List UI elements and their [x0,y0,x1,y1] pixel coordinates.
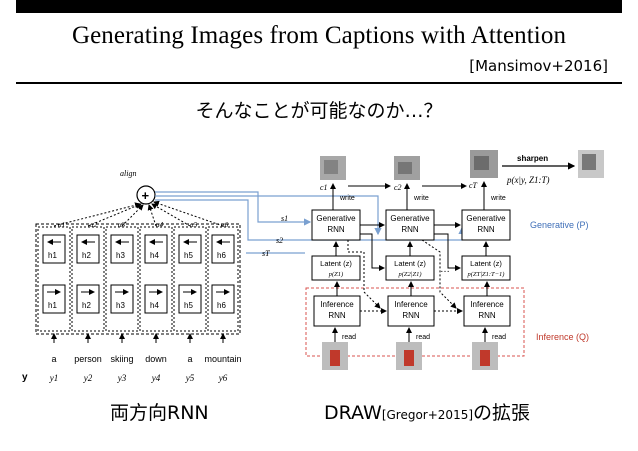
generative-rnn-label-1: RNN [327,225,345,234]
inference-rnn-label-2: RNN [402,311,420,320]
ellipsis: … [440,264,450,275]
generative-rnn-2 [385,209,435,241]
y-sub-5: y5 [185,373,195,383]
read-label-T: read [492,334,506,341]
brnn-column-5 [151,203,207,343]
inference-section-label: Inference (Q) [536,332,589,342]
hidden-5-forward: h5 [184,301,193,310]
hidden-5-backward: h5 [184,251,193,260]
inference-label-1: Inference [320,300,354,309]
caption-draw-cite: [Gregor+2015] [381,408,474,422]
question-text: そんなことが可能なのか…？ [195,100,443,122]
read-label-2: read [416,334,430,341]
word-4: down [145,354,167,364]
latent-box-T [461,255,511,281]
caption-bidirectional-rnn: 両方向RNN [110,402,209,424]
s-label-T: sT [262,249,270,258]
write-label-1: write [339,195,355,202]
alpha-5: α5 [190,221,198,229]
alpha-2: α2 [90,221,98,229]
generative-label-T: Generative [466,214,506,223]
inference-rnn-T [463,295,511,327]
top-bar [16,0,622,13]
hidden-2-forward: h2 [82,301,91,310]
y-label: y [22,372,28,383]
generative-label-1: Generative [316,214,356,223]
brnn-column-2 [71,203,142,343]
word-5: a [187,354,192,364]
canvas-label-2: c2 [394,183,402,192]
inference-rnn-1 [313,295,361,327]
align-plus: + [142,188,150,203]
inference-rnn-2 [387,295,435,327]
inference-label-2: Inference [394,300,428,309]
generative-rnn-label-T: RNN [477,225,495,234]
latent-box-2 [385,255,435,281]
s-label-2: s2 [276,236,283,245]
alpha-3: α3 [118,221,126,229]
word-6: mountain [204,354,241,364]
inference-label-T: Inference [470,300,504,309]
hidden-1-backward: h1 [48,251,57,260]
hidden-2-backward: h2 [82,251,91,260]
write-label-2: write [413,195,429,202]
brnn-columns [37,200,239,343]
citation: [Mansimov+2016] [469,57,608,75]
hidden-6-backward: h6 [217,251,226,260]
latent-expr-T: p(ZT|Z1:T−1) [467,271,505,278]
y-sub-1: y1 [49,373,59,383]
title-rule [16,82,622,84]
hidden-3-forward: h3 [116,301,125,310]
inference-rnn-label-1: RNN [328,311,346,320]
y-sub-4: y4 [151,373,161,383]
brnn-outer-box [35,223,241,335]
generative-rnn-T [461,209,511,241]
word-1: a [51,354,56,364]
brnn-column-4 [139,204,173,343]
hidden-4-forward: h4 [150,301,159,310]
hidden-6-forward: h6 [217,301,226,310]
s-label-1: s1 [281,214,288,223]
latent-label-2: Latent (z) [394,259,426,268]
generative-rnn-label-2: RNN [401,225,419,234]
inference-rnn-label-T: RNN [478,311,496,320]
latent-label-T: Latent (z) [470,259,502,268]
hidden-4-backward: h4 [150,251,159,260]
read-label-1: read [342,334,356,341]
alpha-4: α4 [156,221,164,229]
brnn-column-3 [105,204,144,343]
brnn-column-6 [153,200,239,343]
slide-title: Generating Images from Captions with Att… [71,22,567,49]
sharpen-label: sharpen [517,154,548,163]
generative-section-label: Generative (P) [530,220,589,230]
latent-expr-1: p(Z1) [328,271,343,278]
align-circle [136,185,156,205]
latent-expr-2: p(Z2|Z1) [397,271,421,278]
caption-draw-extension: DRAW[Gregor+2015]の拡張 [324,398,530,425]
hidden-1-forward: h1 [48,301,57,310]
prob-label: p(x|y, Z1:T) [506,175,549,185]
canvas-label-T: cT [469,181,478,190]
word-2: person [74,354,102,364]
generative-label-2: Generative [390,214,430,223]
caption-draw-tail: の拡張 [473,402,531,424]
write-label-T: write [490,195,506,202]
y-sub-2: y2 [83,373,93,383]
caption-draw: DRAW [324,402,382,424]
word-3: skiing [110,354,133,364]
y-sub-3: y3 [117,373,127,383]
canvas-label-1: c1 [320,183,328,192]
latent-label-1: Latent (z) [320,259,352,268]
alpha-6: α6 [221,221,229,229]
brnn-column-1 [37,202,141,343]
align-label: align [120,169,136,178]
hidden-3-backward: h3 [116,251,125,260]
y-sub-6: y6 [218,373,228,383]
alpha-1: α1 [58,221,65,229]
